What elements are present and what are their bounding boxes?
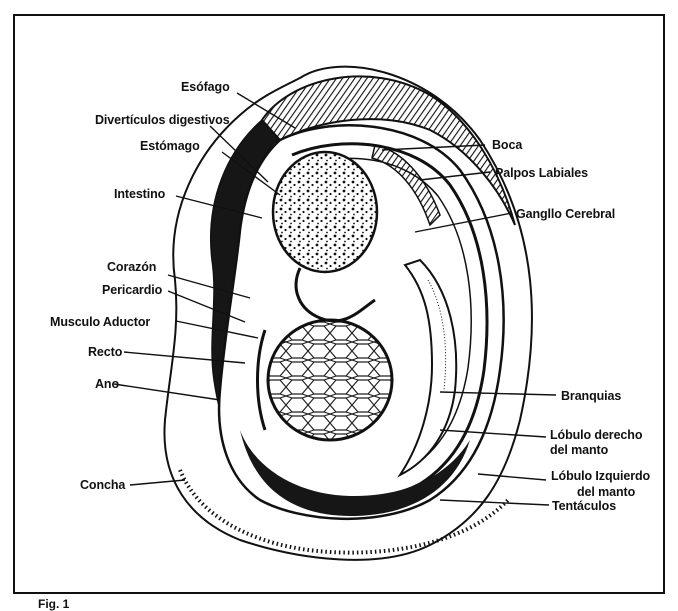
label-palpos-labiales: Palpos Labiales — [495, 166, 588, 180]
label-musculo-aductor: Musculo Aductor — [50, 315, 150, 329]
label-lobulo-derecho: Lóbulo derecho — [550, 428, 642, 442]
label-ganglio-cerebral: Gangllo Cerebral — [516, 207, 615, 221]
label-recto: Recto — [88, 345, 122, 359]
label-pericardio: Pericardio — [102, 283, 162, 297]
label-branquias: Branquias — [561, 389, 621, 403]
label-tentaculos: Tentáculos — [552, 499, 616, 513]
figure-caption: Fig. 1 — [38, 597, 69, 611]
label-boca: Boca — [492, 138, 522, 152]
label-lobulo-izquierdo-2: del manto — [577, 485, 635, 499]
label-concha: Concha — [80, 478, 125, 492]
label-lobulo-izquierdo: Lóbulo Izquierdo — [551, 469, 650, 483]
digestive-gland — [273, 152, 377, 272]
label-corazon: Corazón — [107, 260, 156, 274]
label-ano: Ano — [95, 377, 119, 391]
label-intestino: Intestino — [114, 187, 165, 201]
label-diverticulos-digestivos: Divertículos digestivos — [95, 113, 230, 127]
label-estomago: Estómago — [140, 139, 200, 153]
adductor-muscle — [268, 320, 392, 440]
label-esofago: Esófago — [181, 80, 230, 94]
label-lobulo-derecho-2: del manto — [550, 443, 608, 457]
